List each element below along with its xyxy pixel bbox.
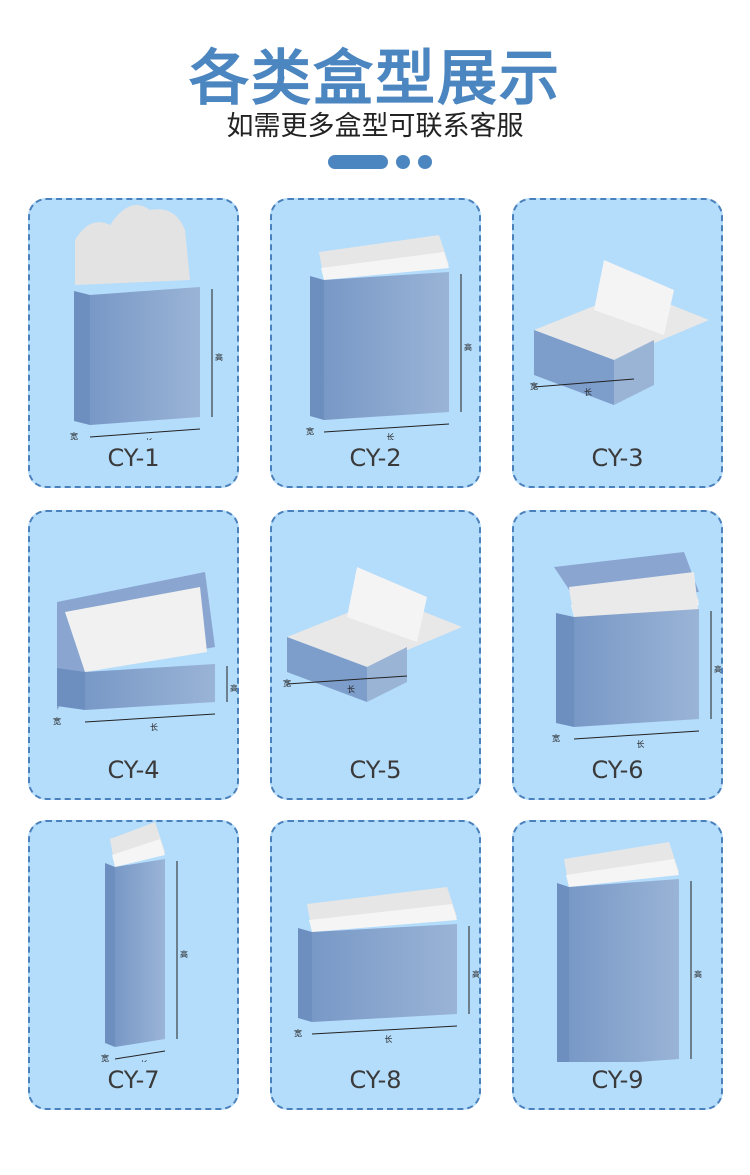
height-label: 高 — [215, 352, 223, 362]
height-label: 高 — [472, 969, 479, 979]
box-card: 长 高宽 CY-8 — [270, 820, 481, 1110]
length-label: 长 — [584, 387, 592, 397]
box-illustration: 长 高宽 — [70, 205, 223, 440]
width-label: 宽 — [101, 1053, 109, 1062]
length-label: 长 — [387, 432, 395, 440]
width-label: 宽 — [70, 431, 78, 440]
box-model-label: CY-2 — [349, 444, 402, 472]
box-illustration: 长宽 — [530, 260, 709, 405]
box-model-label: CY-4 — [107, 756, 160, 784]
box-model-label: CY-9 — [591, 1066, 644, 1094]
width-label: 宽 — [530, 381, 538, 391]
length-label: 长 — [145, 437, 153, 440]
box-illustration: 长高宽 — [557, 842, 702, 1062]
box-card: 长 高宽 CY-7 — [28, 820, 239, 1110]
height-label: 高 — [714, 664, 721, 674]
box-card: 长 高宽 CY-1 — [28, 198, 239, 488]
page-title: 各类盒型展示 — [189, 44, 561, 114]
width-label: 宽 — [53, 716, 61, 726]
width-label: 宽 — [294, 1028, 302, 1038]
box-model-label: CY-5 — [349, 756, 402, 784]
box-model-label: CY-8 — [349, 1066, 402, 1094]
page-subtitle: 如需更多盒型可联系客服 — [226, 111, 524, 142]
box-model-label: CY-3 — [591, 444, 644, 472]
length-label: 长 — [385, 1034, 393, 1044]
width-label: 宽 — [283, 678, 291, 688]
width-label: 宽 — [306, 426, 314, 436]
width-label: 宽 — [552, 733, 560, 743]
length-label: 长 — [150, 722, 158, 732]
box-illustration: 长 高宽 — [294, 887, 479, 1044]
length-label: 长 — [140, 1059, 148, 1062]
box-card: 长 高宽 CY-4 — [28, 510, 239, 800]
length-label: 长 — [347, 684, 355, 694]
box-illustration: 长 高宽 — [552, 552, 721, 749]
box-illustration: 长 高宽 — [101, 822, 188, 1062]
box-illustration: 长 高宽 — [306, 235, 472, 440]
box-model-label: CY-1 — [107, 444, 160, 472]
height-label: 高 — [180, 949, 188, 959]
length-label: 长 — [637, 739, 645, 749]
height-label: 高 — [464, 342, 472, 352]
height-label: 高 — [230, 683, 237, 693]
box-card: 长高宽 CY-9 — [512, 820, 723, 1110]
box-card: 长 高宽 CY-2 — [270, 198, 481, 488]
box-illustration: 长宽 — [283, 567, 462, 702]
box-model-label: CY-6 — [591, 756, 644, 784]
box-illustration: 长 高宽 — [53, 572, 237, 732]
box-card: 长 高宽 CY-6 — [512, 510, 723, 800]
height-label: 高 — [694, 969, 702, 979]
box-model-label: CY-7 — [107, 1066, 160, 1094]
